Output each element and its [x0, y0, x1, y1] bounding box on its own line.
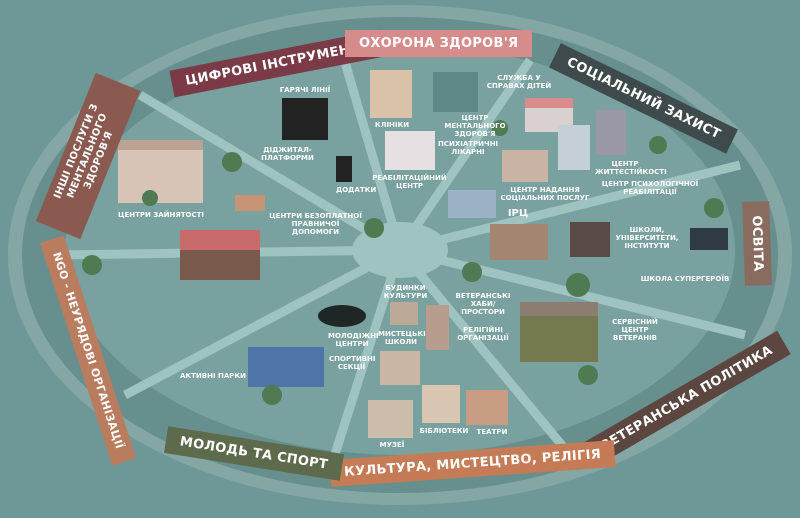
label-resilience: ЦЕНТР ЖИТТЄСТІЙКОСТІ — [595, 160, 667, 176]
label-apps: ДОДАТКИ — [336, 186, 377, 194]
label-veteran-hubs: ВЕТЕРАНСЬКІ ХАБИ/ ПРОСТОРИ — [455, 292, 511, 316]
label-veteran-service: СЕРВІСНИЙ ЦЕНТР ВЕТЕРАНІВ — [612, 318, 658, 342]
label-children-service: СЛУЖБА У СПРАВАХ ДІТЕЙ — [486, 74, 552, 90]
label-parks: АКТИВНІ ПАРКИ — [180, 372, 246, 380]
label-art-schools: МИСТЕЦЬКІ ШКОЛИ — [378, 330, 426, 346]
label-youth-centers: МОЛОДІЖНІ ЦЕНТРИ — [328, 332, 379, 348]
trees — [82, 120, 724, 405]
label-schools: ШКОЛИ, УНІВЕРСИТЕТИ, ІНСТИТУТИ — [615, 226, 679, 250]
label-libraries: БІБЛІОТЕКИ — [419, 427, 469, 435]
buildings — [118, 70, 728, 438]
label-rehab: РЕАБІЛІТАЦІЙНИЙ ЦЕНТР — [372, 174, 447, 190]
label-museums: МУЗЕЇ — [379, 441, 405, 449]
label-sports: СПОРТИВНІ СЕКЦІЇ — [329, 355, 376, 371]
label-superheroes: ШКОЛА СУПЕРГЕРОЇВ — [640, 275, 730, 283]
label-social-services: ЦЕНТР НАДАННЯ СОЦІАЛЬНИХ ПОСЛУГ — [500, 186, 590, 202]
sector-banner-healthcare[interactable]: ОХОРОНА ЗДОРОВ'Я — [345, 30, 533, 57]
label-religious: РЕЛІГІЙНІ ОРГАНІЗАЦІЇ — [457, 326, 509, 342]
label-platforms: ДІДЖИТАЛ-ПЛАТФОРМИ — [261, 146, 314, 162]
label-legal-aid: ЦЕНТРИ БЕЗОПЛАТНОЇ ПРАВНИЧОЇ ДОПОМОГИ — [269, 212, 362, 236]
label-mental-center: ЦЕНТР МЕНТАЛЬНОГО ЗДОРОВ'Я — [444, 114, 506, 138]
label-employment: ЦЕНТРИ ЗАЙНЯТОСТІ — [117, 211, 205, 219]
label-psych-rehab: ЦЕНТР ПСИХОЛОГІЧНОЇ РЕАБІЛІТАЦІЇ — [601, 180, 699, 196]
label-clinics: КЛІНІКИ — [374, 121, 410, 129]
sector-banner-education[interactable]: ОСВІТА — [742, 201, 772, 286]
label-hotlines: ГАРЯЧІ ЛІНІЇ — [279, 86, 331, 94]
label-psych-hospitals: ПСИХІАТРИЧНІ ЛІКАРНІ — [438, 140, 499, 156]
label-irc: ІРЦ — [507, 208, 529, 219]
label-theaters: ТЕАТРИ — [476, 428, 508, 436]
label-culture-houses: БУДИНКИ КУЛЬТУРИ — [383, 284, 428, 300]
